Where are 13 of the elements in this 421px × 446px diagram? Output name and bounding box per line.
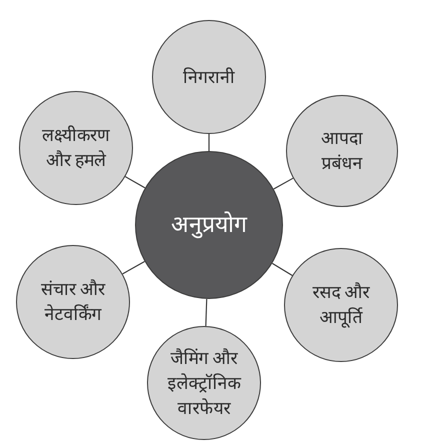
topic-label: निगरानी: [183, 66, 235, 88]
connector-line: [208, 134, 210, 151]
topic-label: संचार और नेटवर्किंग: [40, 278, 106, 326]
connector-line: [205, 298, 208, 326]
topic-label: जैमिंग और इलेक्ट्रॉनिक वारफेयर: [168, 346, 240, 420]
connector-line: [272, 262, 293, 276]
topic-label: रसद और आपूर्ति: [312, 281, 370, 330]
topic-label: लक्ष्यीकरण और हमले: [42, 124, 110, 172]
connector-line: [273, 178, 294, 190]
hub-title: अनुप्रयोग: [171, 210, 247, 240]
connector-line: [122, 261, 145, 274]
connector-line: [125, 176, 146, 188]
topic-label: आपदा प्रबंधन: [321, 127, 363, 175]
